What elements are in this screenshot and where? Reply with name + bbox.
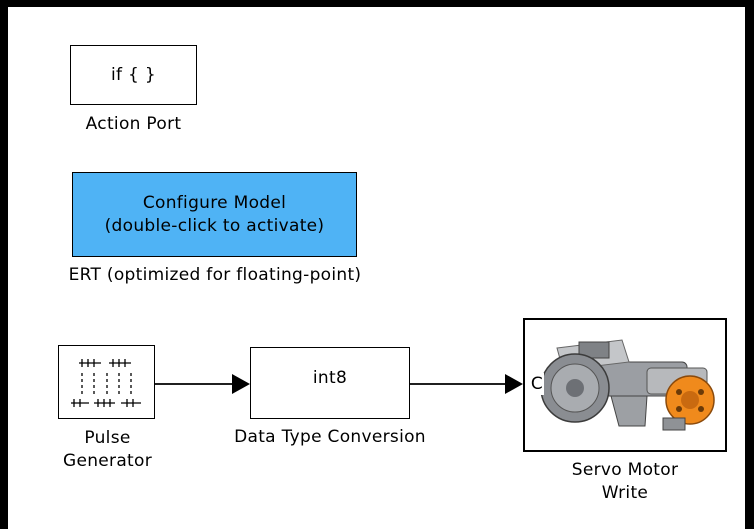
servo-motor-write-label-line1: Servo Motor <box>571 460 679 480</box>
servo-motor-write-label-line2: Write <box>601 483 649 503</box>
canvas-left-border <box>0 0 8 529</box>
configure-model-block[interactable]: Configure Model (double-click to activat… <box>72 172 357 257</box>
signal-arrow-conversion-input <box>232 374 250 394</box>
action-port-block[interactable]: if { } <box>70 45 197 105</box>
configure-model-title: Configure Model <box>142 192 287 213</box>
configure-model-hint: (double-click to activate) <box>104 215 325 236</box>
servo-motor-write-block[interactable] <box>523 318 727 452</box>
pulse-generator-label-line2: Generator <box>62 451 153 471</box>
servo-motor-write-port-label: C <box>530 373 544 395</box>
data-type-conversion-block[interactable]: int8 <box>250 347 410 419</box>
servo-motor-write-label: Servo Motor Write <box>555 459 695 505</box>
data-type-conversion-label: Data Type Conversion <box>234 427 426 447</box>
action-port-block-text: if { } <box>111 65 156 85</box>
action-port-label: Action Port <box>85 114 182 134</box>
canvas-top-border <box>0 0 754 7</box>
signal-arrow-servo-input <box>505 374 523 394</box>
pulse-generator-block[interactable] <box>58 345 155 419</box>
servo-motor-icon <box>540 339 715 431</box>
canvas-right-border <box>745 0 754 529</box>
pulse-generator-label-line1: Pulse <box>84 428 131 448</box>
configure-model-label: ERT (optimized for floating-point) <box>68 265 362 285</box>
pulse-train-icon <box>70 359 141 407</box>
data-type-conversion-block-text: int8 <box>312 368 348 388</box>
pulse-generator-label: Pulse Generator <box>40 427 175 473</box>
